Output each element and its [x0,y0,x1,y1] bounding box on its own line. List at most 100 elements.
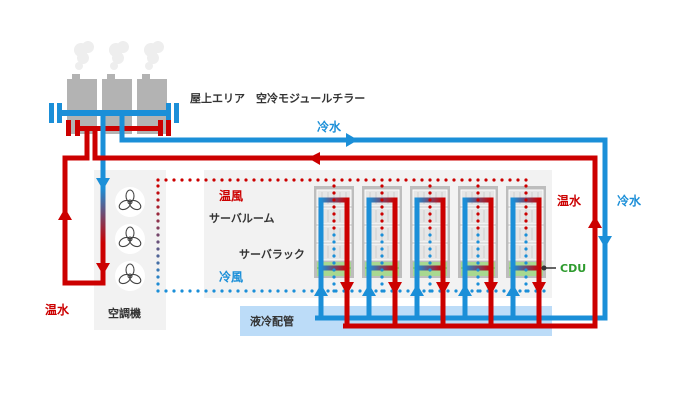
warm-air-dot [492,178,496,182]
cool-air-dot [172,289,176,293]
cool-air-dot [518,289,522,293]
server-rack-label: サーバラック [239,248,305,261]
air-dot [156,219,160,223]
rack-air-dot [380,205,384,209]
up-arrow-icon [458,284,472,296]
rack-air-dot [332,261,336,265]
rack-air-dot [380,191,384,195]
air-dot [156,205,160,209]
rack-air-dot [428,282,432,286]
cool-air-dot [358,289,362,293]
rack-air-dot [524,226,528,230]
hot-water-arrow-ac [96,263,110,275]
warm-air-dot [284,178,288,182]
hot-water-arrow-top [308,152,320,165]
rack-cold-pipe [318,198,324,296]
fan-group [115,187,145,291]
steam-icon [147,52,159,64]
down-arrow-icon [436,282,450,295]
rack-air-dot [428,247,432,251]
cold-water-label-right: 冷水 [617,193,642,208]
rack-air-dot [476,282,480,286]
warm-air-dot [180,178,184,182]
rack-air-dot [380,184,384,188]
rack-cold-pipe [366,198,372,296]
rack-air-dot [524,261,528,265]
rack-air-dot [380,268,384,272]
chiller-unit [67,41,97,134]
rack-air-dot [524,212,528,216]
warm-air-dot [452,178,456,182]
air-dot [156,282,160,286]
rack-cold-pipe [462,198,468,296]
cool-air-dot [196,289,200,293]
cool-air-dot [398,289,402,293]
rack-supply-pipe [462,294,468,318]
rack-supply-pipe [414,294,420,318]
rack-air-dot [524,282,528,286]
flow-arrows [58,133,612,275]
air-dot [156,275,160,279]
warm-air-dot [340,178,344,182]
rack-air-dot [380,289,384,293]
rack-air-dot [524,184,528,188]
server-rack [314,184,354,326]
up-arrow-icon [314,284,328,296]
rack-air-dot [428,191,432,195]
cool-air-dot [350,289,354,293]
steam-icon [117,41,129,53]
rack-cdu-pipe [321,265,347,271]
warm-air-dot [324,178,328,182]
down-arrow-icon [340,282,354,295]
warm-air-dot [172,178,176,182]
fan-icon [115,261,145,291]
warm-air-dot [420,178,424,182]
rack-air-dot [524,198,528,202]
rack-hot-pipe [392,198,398,286]
warm-air-dot [428,178,432,182]
steam-icon [77,52,89,64]
warm-air-dot [412,178,416,182]
server-rack [506,184,546,326]
cool-air-dot [268,289,272,293]
air-dot [156,184,160,188]
rack-air-dot [524,268,528,272]
cool-air-dot [502,289,506,293]
cool-air-dot [188,289,192,293]
hot-water-label-right: 温水 [557,193,582,208]
rack-air-dot [428,212,432,216]
steam-icon [112,52,124,64]
fan-icon [115,187,145,217]
warm-air-dot [268,178,272,182]
rack-air-dot [380,212,384,216]
cold-water-arrow-ac [96,178,110,190]
fan-blade [118,236,131,248]
warm-air-dot [396,178,400,182]
rack-air-dot [476,261,480,265]
chiller-top [142,74,150,79]
cool-air-dot [454,289,458,293]
warm-air-dot [404,178,408,182]
rack-hot-pipe [536,198,542,286]
rack-air-dot [332,247,336,251]
rack-air-dot [428,184,432,188]
fan-hub [127,273,133,279]
rack-air-dot [428,233,432,237]
cool-air-dot [284,289,288,293]
rack-air-dot [332,240,336,244]
air-dot [156,198,160,202]
cool-air-dot [446,289,450,293]
rack-air-dot [524,247,528,251]
air-dot [156,191,160,195]
warm-air-dot [436,178,440,182]
rack-cold-pipe [414,198,420,296]
rack-air-dot [332,198,336,202]
steam-icon [82,41,94,53]
rack-air-dot [332,289,336,293]
rack-air-dot [380,275,384,279]
rack-air-dot [476,289,480,293]
rack-supply-pipe [366,294,372,318]
server-rack [362,184,402,326]
rack-return-pipe [536,286,542,326]
warm-air-dot [348,178,352,182]
